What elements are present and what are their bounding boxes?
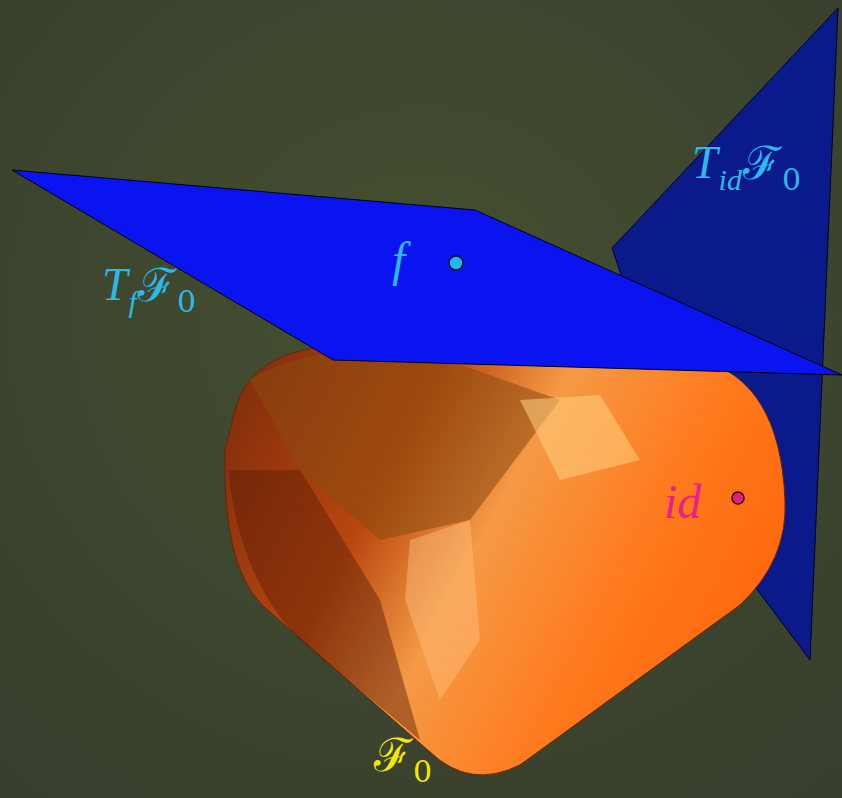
subscript: 0	[782, 165, 801, 195]
math-label: ℱ	[138, 262, 176, 308]
subscript: id	[719, 165, 742, 195]
point-id	[732, 492, 744, 504]
tangent-plane-f	[12, 170, 842, 375]
math-label: T	[102, 262, 128, 308]
surface-highlight	[405, 520, 480, 700]
subscript: 0	[413, 757, 432, 787]
math-label: f	[392, 236, 405, 284]
surface-highlight	[520, 395, 640, 480]
math-label: ℱ	[374, 732, 412, 778]
math-label: ℱ	[743, 140, 781, 186]
subscript: f	[129, 287, 137, 317]
subscript: 0	[177, 287, 196, 317]
surface-shadow	[228, 470, 420, 740]
math-label: T	[692, 140, 718, 186]
point-f	[449, 256, 463, 270]
math-label: id	[664, 478, 701, 526]
manifold-surface	[225, 345, 785, 775]
